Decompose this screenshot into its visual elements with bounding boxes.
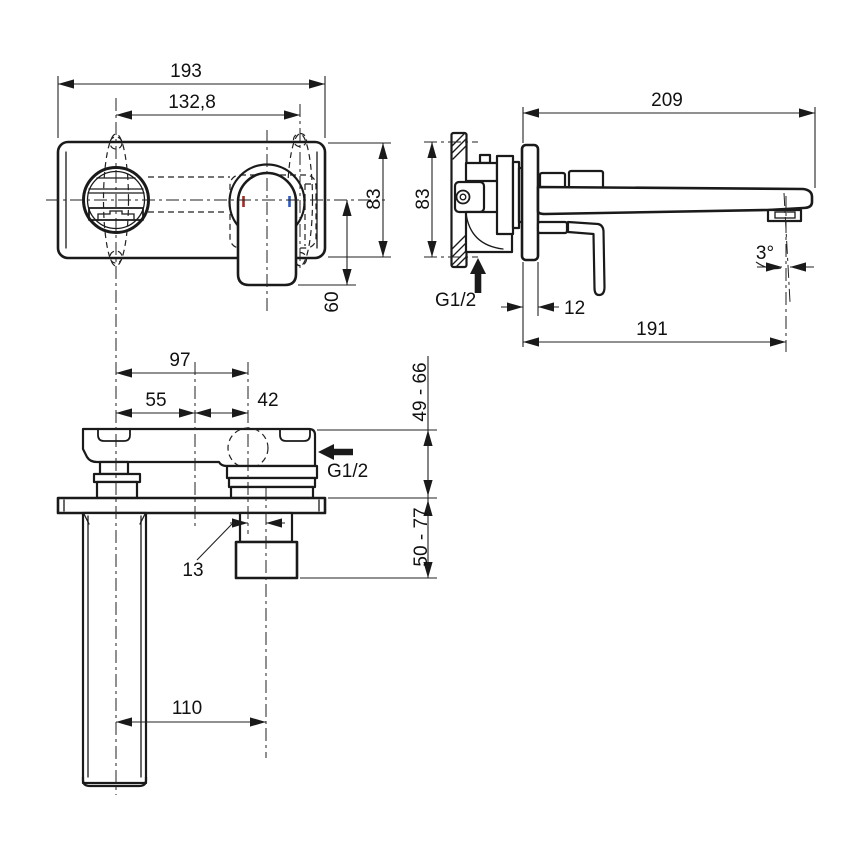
dim-plan-range-upper: 49 - 66 bbox=[410, 362, 431, 421]
inlet-arrow-icon bbox=[318, 444, 353, 460]
dim-front-centers: 132,8 bbox=[168, 92, 216, 113]
dim-front-drop: 60 bbox=[322, 291, 343, 312]
dim-plan-right: 42 bbox=[257, 390, 278, 411]
spout-side bbox=[536, 185, 814, 216]
dim-side-plate: 12 bbox=[564, 298, 585, 319]
dim-side-height: 83 bbox=[413, 188, 434, 209]
dim-front-width: 193 bbox=[170, 61, 202, 82]
dim-plan-range-lower: 50 - 77 bbox=[411, 507, 432, 566]
wall-plate-side bbox=[520, 143, 540, 262]
dim-plan-pipe: 110 bbox=[172, 698, 202, 719]
side-view bbox=[450, 131, 814, 297]
dim-side-angle: 3° bbox=[756, 243, 774, 264]
fixing-screw bbox=[455, 189, 471, 205]
handle-lever-side bbox=[566, 220, 606, 297]
dimensions: 193 132,8 83 60 209 83 G1/2 bbox=[57, 61, 816, 727]
dim-front-height: 83 bbox=[364, 188, 385, 209]
mounting-plate bbox=[56, 496, 327, 515]
dim-side-depth: 209 bbox=[651, 90, 683, 111]
label-side-inlet: G1/2 bbox=[435, 290, 476, 311]
inlet-pipe bbox=[81, 511, 148, 788]
center-lines bbox=[46, 98, 791, 795]
concealed-body bbox=[453, 153, 524, 254]
inlet-arrow-icon bbox=[470, 258, 486, 293]
dim-plan-total: 97 bbox=[169, 350, 190, 371]
dim-plan-left: 55 bbox=[145, 390, 166, 411]
dim-plan-offset: 13 bbox=[182, 560, 203, 581]
plan-view bbox=[56, 427, 353, 788]
rough-in-body bbox=[81, 427, 317, 468]
dim-side-reach: 191 bbox=[636, 319, 668, 340]
label-plan-inlet: G1/2 bbox=[327, 461, 368, 482]
outlet-connection bbox=[225, 464, 319, 500]
